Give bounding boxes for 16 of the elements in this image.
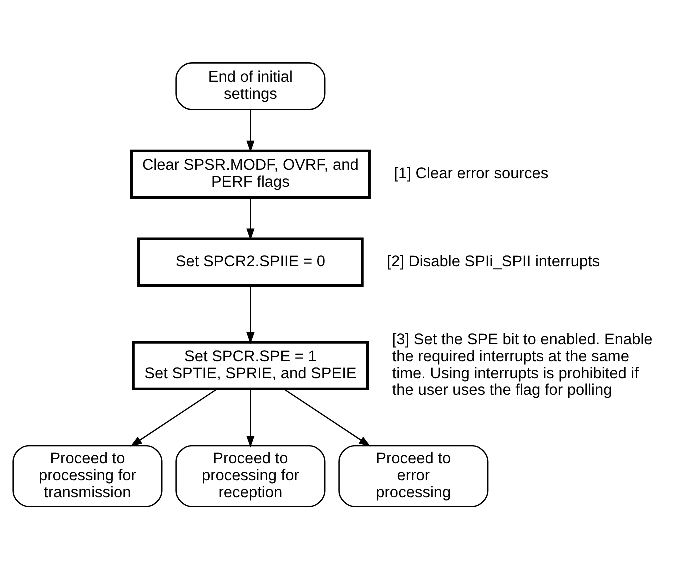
arrow: [246, 198, 255, 240]
node-box: Set SPCR.SPE = 1 Set SPTIE, SPRIE, and SPEIE: [132, 341, 370, 390]
node-box: Proceed to error processing: [338, 445, 489, 508]
node-label: [2] Disable SPIi_SPII interrupts: [387, 253, 600, 270]
node-box: End of initial settings: [176, 62, 326, 110]
arrow: [130, 388, 218, 447]
node-box: Clear SPSR.MODF, OVRF, and PERF flags: [130, 150, 371, 199]
node-box: Proceed to processing for transmission: [12, 445, 163, 508]
node-label: [3] Set the SPE bit to enabled. Enable the required interrupts at the same time. Using interrupts is prohibited if the user uses the flag for polling: [392, 332, 653, 400]
arrow: [246, 286, 255, 344]
node-box: Set SPCR2.SPIIE = 0: [138, 238, 364, 287]
arrow: [246, 390, 255, 448]
arrow: [246, 110, 255, 152]
arrow: [284, 388, 371, 447]
node-box: Proceed to processing for reception: [176, 445, 326, 508]
node-label: [1] Clear error sources: [394, 165, 549, 182]
